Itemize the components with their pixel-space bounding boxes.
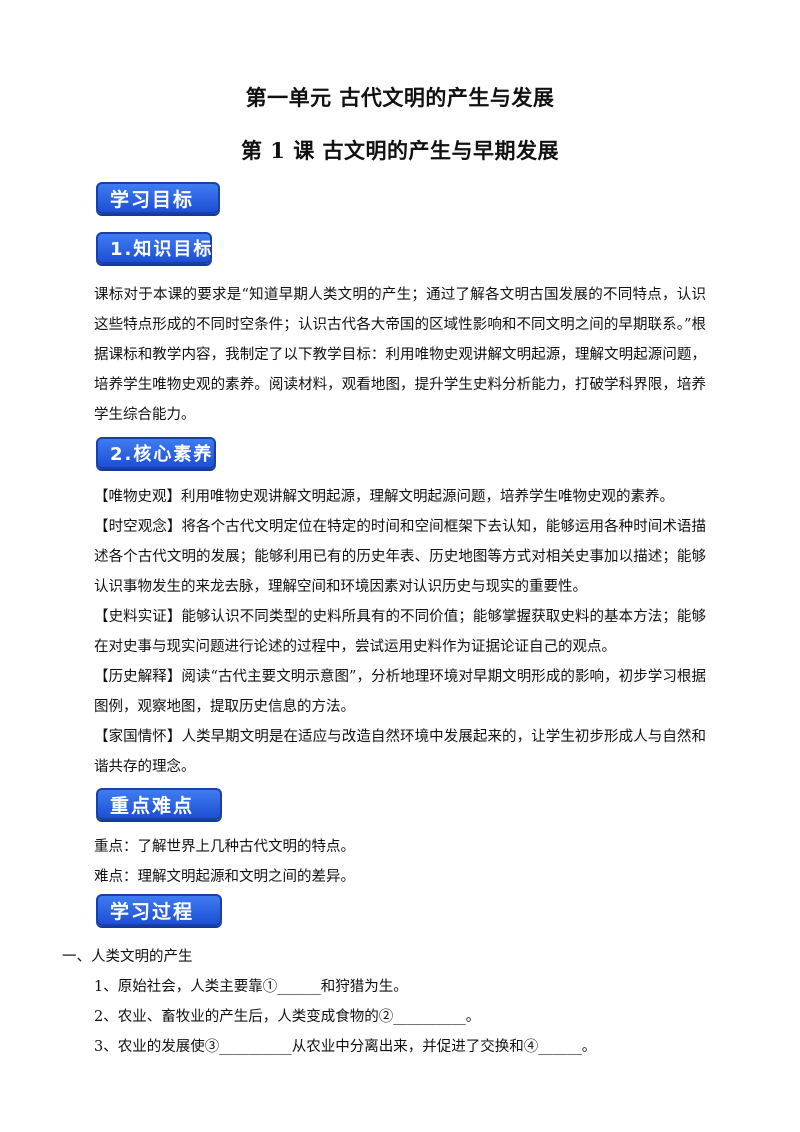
process-badge: 学习过程 — [96, 894, 222, 926]
question-item: 3、农业的发展使③__________从农业中分离出来，并促进了交换和④____… — [94, 1039, 597, 1055]
literacy-badge: 2.核心素养 — [96, 437, 216, 469]
literacy-item: 【时空观念】将各个古代文明定位在特定的时间和空间框架下去认知，能够运用各种时间术… — [94, 519, 706, 595]
literacy-item: 【家国情怀】人类早期文明是在适应与改造自然环境中发展起来的，让学生初步形成人与自… — [94, 729, 706, 775]
question-item: 2、农业、畜牧业的产生后，人类变成食物的②__________。 — [94, 1009, 481, 1025]
key-point: 重点：了解世界上几种古代文明的特点。 — [94, 839, 355, 855]
unit-title: 第一单元 古代文明的产生与发展 — [245, 85, 555, 110]
literacy-item: 【史料实证】能够认识不同类型的史料所具有的不同价值；能够掌握获取史料的基本方法；… — [94, 609, 706, 655]
section-heading: 一、人类文明的产生 — [62, 949, 193, 965]
question-item: 1、原始社会，人类主要靠①______和狩猎为生。 — [94, 979, 408, 995]
knowledge-paragraph: 课标对于本课的要求是“知道早期人类文明的产生；通过了解各文明古国发展的不同特点，… — [94, 287, 706, 423]
literacy-item: 【唯物史观】利用唯物史观讲解文明起源，理解文明起源问题，培养学生唯物史观的素养。 — [94, 489, 674, 505]
keypoints-badge: 重点难点 — [96, 788, 222, 820]
literacy-item: 【历史解释】阅读“古代主要文明示意图”，分析地理环境对早期文明形成的影响，初步学… — [94, 669, 706, 715]
knowledge-badge: 1.知识目标 — [96, 232, 212, 264]
lesson-title: 第 1 课 古文明的产生与早期发展 — [240, 138, 560, 163]
objectives-badge: 学习目标 — [96, 182, 220, 214]
difficult-point: 难点：理解文明起源和文明之间的差异。 — [94, 869, 355, 885]
